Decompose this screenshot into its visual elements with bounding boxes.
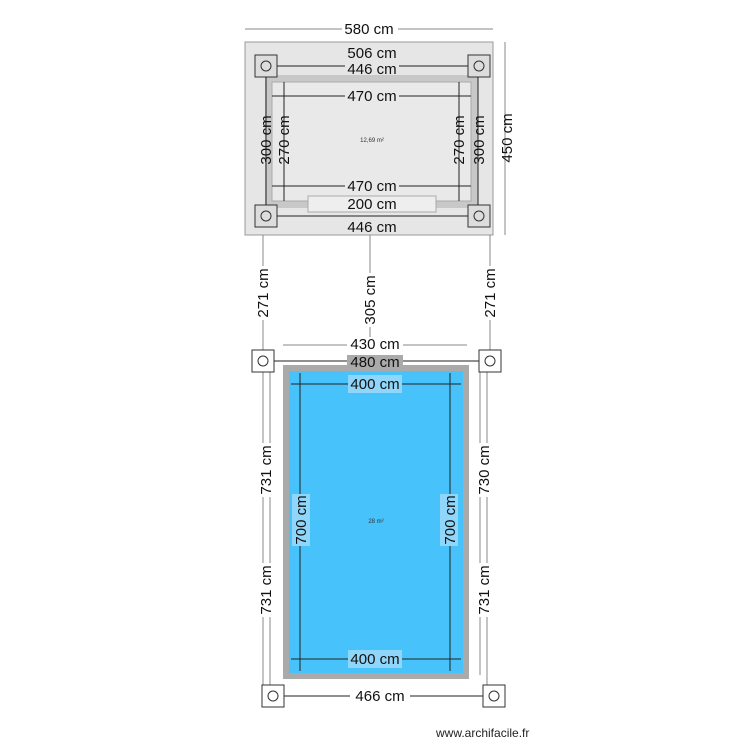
dim-300-left: 300 cm <box>258 115 275 164</box>
dim-700-right: 700 cm <box>442 495 459 544</box>
dim-731-left-b: 731 cm <box>258 565 275 614</box>
plan-shape <box>348 375 402 393</box>
dim-271-right: 271 cm <box>482 268 499 317</box>
post <box>251 349 275 373</box>
plan-shape <box>488 690 500 702</box>
plan-shape <box>348 650 402 668</box>
plan-shape <box>477 563 491 617</box>
pool-water <box>289 371 463 673</box>
watermark: www.archifacile.fr <box>436 726 530 740</box>
post <box>261 684 285 708</box>
dim-470-top: 470 cm <box>347 88 396 105</box>
plan-shape <box>347 337 403 351</box>
dim-731-left-a: 731 cm <box>258 445 275 494</box>
dim-580: 580 cm <box>344 21 393 38</box>
dim-700-left: 700 cm <box>293 495 310 544</box>
plan-shape <box>259 563 273 617</box>
pool-area: 28 m² <box>368 519 383 525</box>
dim-400-top: 400 cm <box>350 376 399 393</box>
post <box>254 54 278 78</box>
plan-shape <box>363 273 377 327</box>
plan-shape <box>483 266 497 320</box>
post <box>482 684 506 708</box>
plan-shape <box>260 60 272 72</box>
top-room-area: 12,69 m² <box>360 138 384 144</box>
plan-shape <box>251 349 275 373</box>
plan-shape <box>345 62 399 74</box>
door <box>307 195 437 213</box>
plan-shape <box>345 89 399 103</box>
plan-shape <box>254 54 278 78</box>
posts-pool <box>251 349 506 708</box>
dim-200-door: 200 cm <box>347 196 396 213</box>
dim-400-bottom: 400 cm <box>350 651 399 668</box>
plan-shape <box>257 355 269 367</box>
dim-430: 430 cm <box>350 336 399 353</box>
post <box>467 54 491 78</box>
plan-shape <box>345 179 399 193</box>
plan-shape <box>440 494 458 546</box>
plan-shape <box>478 349 502 373</box>
dim-446-top: 446 cm <box>347 61 396 78</box>
dim-270-left: 270 cm <box>276 115 293 164</box>
plan-shape <box>467 54 491 78</box>
dim-730-right: 730 cm <box>476 445 493 494</box>
plan-shape <box>256 266 270 320</box>
plan-shape <box>347 355 403 367</box>
plan-shape <box>473 210 485 222</box>
plan-shape <box>254 204 278 228</box>
plan-shape <box>292 494 310 546</box>
post <box>254 204 278 228</box>
plan-shape <box>482 684 506 708</box>
dim-300-right: 300 cm <box>471 115 488 164</box>
plan-shape <box>484 355 496 367</box>
post <box>467 204 491 228</box>
dim-270-right: 270 cm <box>451 115 468 164</box>
dim-480: 480 cm <box>350 354 399 371</box>
plan-shape <box>473 60 485 72</box>
dim-446-bottom: 446 cm <box>347 219 396 236</box>
dim-305: 305 cm <box>362 275 379 324</box>
dim-466: 466 cm <box>355 688 404 705</box>
plan-shape <box>342 22 398 36</box>
dim-506: 506 cm <box>347 45 396 62</box>
plan-shape <box>467 204 491 228</box>
dim-271-left: 271 cm <box>255 268 272 317</box>
plan-shape <box>260 210 272 222</box>
dim-470-bottom: 470 cm <box>347 178 396 195</box>
dim-450: 450 cm <box>499 113 516 162</box>
plan-shape <box>261 684 285 708</box>
dim-731-right: 731 cm <box>476 565 493 614</box>
plan-shape <box>267 690 279 702</box>
plan-shape <box>350 687 410 705</box>
post <box>478 349 502 373</box>
plan-shape <box>477 443 491 497</box>
plan-shape <box>259 443 273 497</box>
